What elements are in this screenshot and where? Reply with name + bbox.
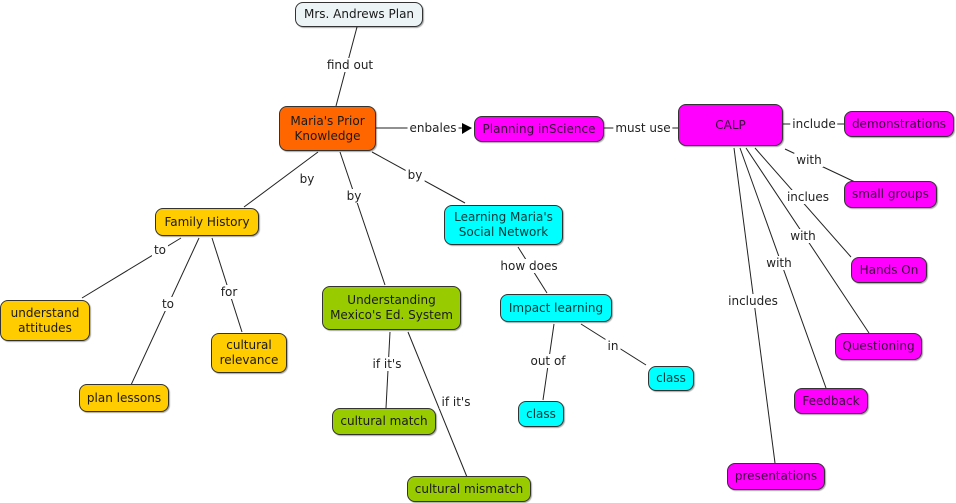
concept-class-out-of[interactable]: class: [518, 401, 564, 427]
link-label-include: include: [790, 117, 838, 131]
concept-class-in[interactable]: class: [648, 366, 694, 391]
concept-learning-marias-social-network[interactable]: Learning Maria's Social Network: [444, 205, 563, 245]
concept-hands-on[interactable]: Hands On: [851, 257, 927, 283]
concept-feedback[interactable]: Feedback: [794, 388, 868, 414]
concept-impact-learning[interactable]: Impact learning: [500, 294, 612, 322]
link-label-with-questioning: with: [788, 229, 818, 243]
concept-cultural-mismatch[interactable]: cultural mismatch: [407, 476, 531, 502]
link-label-find-out: find out: [324, 58, 376, 72]
edge-mexico-mismatch: [407, 331, 468, 478]
concept-presentations[interactable]: presentations: [727, 463, 825, 490]
concept-understand-attitudes[interactable]: understand attitudes: [0, 300, 90, 341]
link-label-with-smallgroups: with: [794, 153, 824, 167]
link-label-must-use: must use: [613, 121, 673, 135]
link-label-how-does: how does: [498, 259, 560, 273]
link-label-includes: includes: [726, 294, 780, 308]
concept-calp[interactable]: CALP: [678, 104, 783, 146]
edge-prior-mexico: [339, 151, 386, 286]
link-label-by-social: by: [405, 168, 425, 182]
link-label-to-understand: to: [151, 243, 169, 257]
concept-marias-prior-knowledge[interactable]: Maria's Prior Knowledge: [279, 106, 376, 151]
link-label-by-family: by: [297, 172, 317, 186]
link-label-ifits-mismatch: if it's: [439, 395, 473, 409]
concept-understanding-mexicos-ed-system[interactable]: Understanding Mexico's Ed. System: [322, 286, 461, 330]
concept-cultural-match[interactable]: cultural match: [332, 408, 436, 435]
link-label-by-mexico: by: [344, 189, 364, 203]
concept-cultural-relevance[interactable]: cultural relevance: [211, 333, 287, 373]
link-label-in: in: [605, 339, 621, 353]
concept-small-groups[interactable]: small groups: [844, 181, 937, 208]
link-label-enbales: enbales: [407, 121, 459, 135]
concept-questioning[interactable]: Questioning: [835, 333, 922, 360]
arrowhead-icon: [462, 123, 472, 134]
link-label-inclues: inclues: [784, 190, 832, 204]
link-label-ifits-match: if it's: [370, 357, 404, 371]
concept-planning-in-science[interactable]: Planning inScience: [474, 116, 604, 142]
link-label-for: for: [218, 285, 240, 299]
link-label-out-of: out of: [528, 354, 568, 368]
concept-mrs-andrews-plan[interactable]: Mrs. Andrews Plan: [295, 2, 423, 27]
link-label-to-plan: to: [159, 297, 177, 311]
link-label-with-feedback: with: [764, 256, 794, 270]
concept-family-history[interactable]: Family History: [155, 208, 259, 236]
edge-family-plan: [130, 237, 200, 386]
edge-prior-family: [243, 151, 319, 208]
concept-plan-lessons[interactable]: plan lessons: [79, 384, 169, 412]
concept-demonstrations[interactable]: demonstrations: [844, 111, 954, 137]
